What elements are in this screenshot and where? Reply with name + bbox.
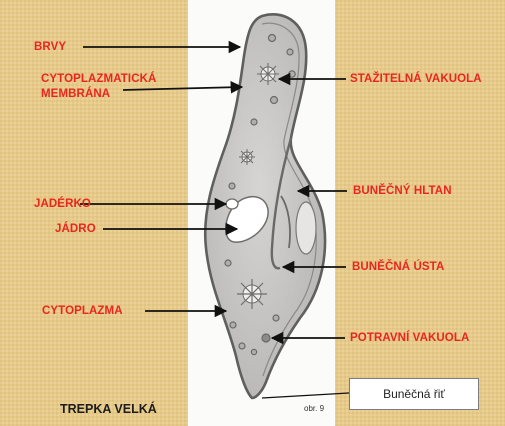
- gullet-vacuole: [296, 202, 316, 254]
- diagram-title: TREPKA VELKÁ: [60, 402, 157, 416]
- figure-number: obr. 9: [304, 404, 324, 413]
- contractile-vacuole-top: [257, 63, 279, 85]
- label-bunecna-usta: BUNĚČNÁ ÚSTA: [352, 260, 444, 274]
- label-stazitelna-vakuola: STAŽITELNÁ VAKUOLA: [350, 72, 482, 86]
- label-potravni-vakuola: POTRAVNÍ VAKUOLA: [350, 331, 469, 345]
- contractile-vacuole-bottom: [237, 279, 267, 309]
- label-jadro: JÁDRO: [55, 222, 96, 236]
- answer-box-text: Buněčná řiť: [383, 387, 445, 401]
- answer-box: Buněčná řiť: [349, 378, 479, 410]
- label-cytoplazma: CYTOPLAZMA: [42, 304, 123, 318]
- label-jaderko: JADÉRKO: [34, 197, 91, 211]
- label-brvy: BRVY: [34, 40, 66, 54]
- label-membrane-line2: MEMBRÁNA: [41, 87, 110, 101]
- label-bunecny-hltan: BUNĚČNÝ HLTAN: [353, 184, 452, 198]
- label-membrane-line1: CYTOPLAZMATICKÁ: [41, 72, 156, 86]
- contractile-vacuole-mid: [239, 149, 255, 165]
- micronucleus: [226, 199, 238, 209]
